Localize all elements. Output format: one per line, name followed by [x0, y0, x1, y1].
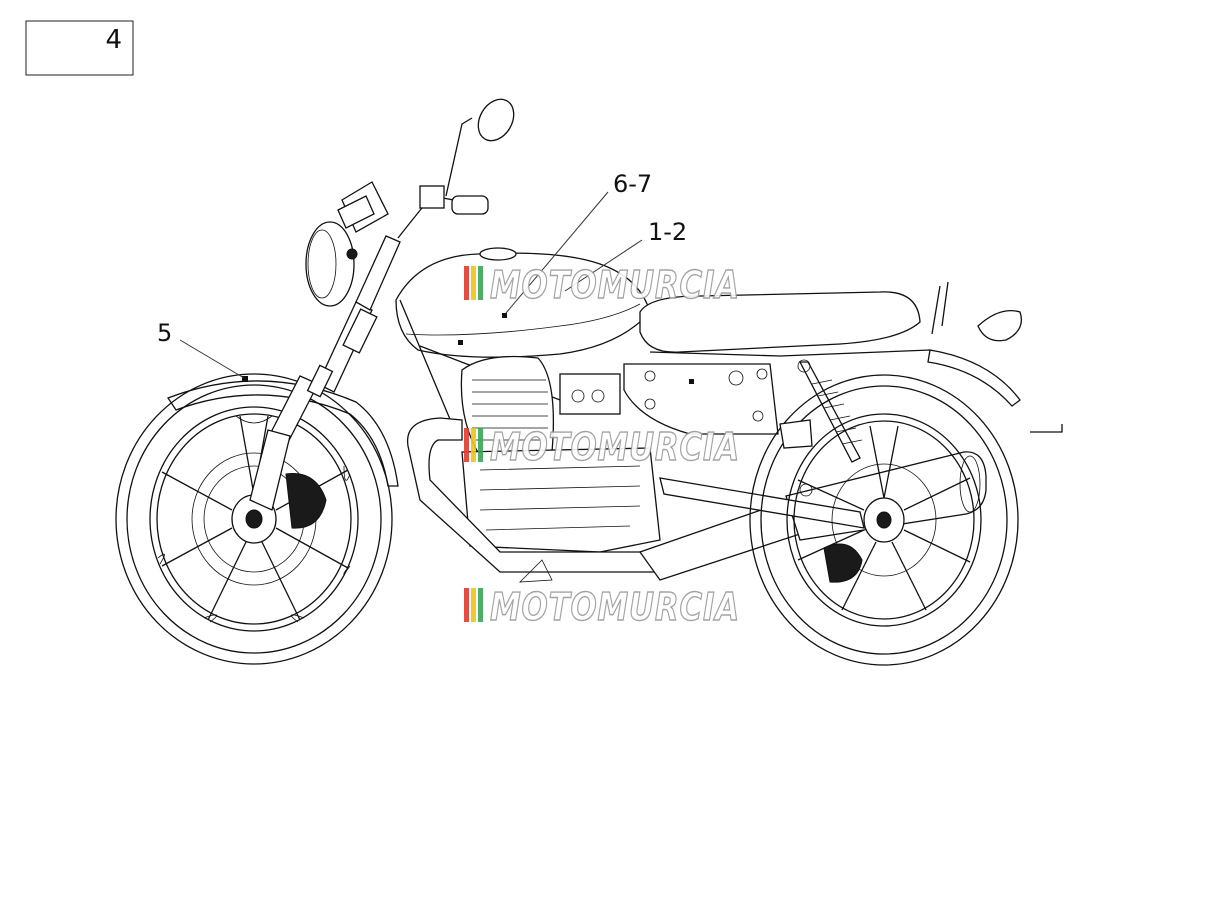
- rear-wheel: [749, 374, 1019, 666]
- front-fender: [167, 380, 399, 487]
- leader-line-5: [179, 339, 245, 379]
- watermark-bottom: MOTOMURCIA: [464, 584, 740, 630]
- fuel-tank: [395, 247, 651, 358]
- callout-label-6-7: 6-7: [613, 170, 652, 198]
- leader-line-1-2: [564, 239, 643, 292]
- rear-fender: [927, 309, 1063, 433]
- page-number-text: 4: [105, 25, 122, 55]
- watermark-text: MOTOMURCIA: [490, 585, 740, 629]
- leader-lines: [179, 191, 643, 379]
- leader-line-6-7: [505, 191, 609, 314]
- handlebar-assembly: [337, 98, 515, 239]
- watermark-top: MOTOMURCIA: [464, 262, 740, 308]
- motorcycle-side-view-icon: [115, 98, 1063, 666]
- front-wheel: [115, 373, 393, 665]
- page-number-box: 4: [25, 20, 134, 76]
- watermark-text: MOTOMURCIA: [490, 425, 740, 469]
- callout-label-5: 5: [157, 319, 172, 347]
- front-fork: [249, 235, 401, 529]
- headlight: [305, 221, 358, 307]
- watermark-text: MOTOMURCIA: [490, 263, 740, 307]
- callout-label-1-2: 1-2: [648, 218, 687, 246]
- watermark-middle: MOTOMURCIA: [464, 424, 740, 470]
- engine: [460, 355, 661, 553]
- seat: [639, 291, 921, 353]
